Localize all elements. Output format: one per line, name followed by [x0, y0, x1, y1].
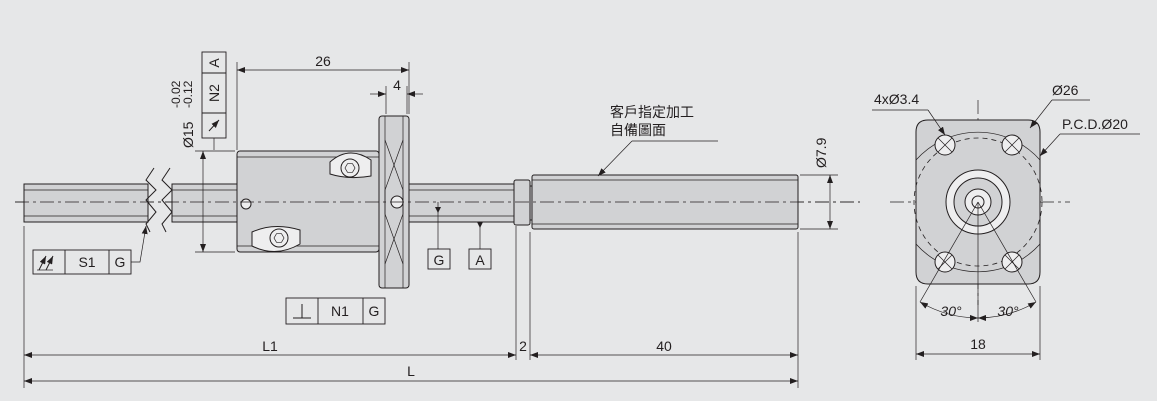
custom-machining-note: 客戶指定加工 自備圖面 — [597, 104, 718, 177]
dimension-nut-length: 26 — [236, 53, 410, 150]
dimension-nut-diameter: Ø15 -0.02 -0.12 — [169, 80, 235, 253]
fcf-nut-runout: A N2 — [201, 51, 227, 150]
screw-shaft — [23, 167, 238, 233]
pcd-label: P.C.D.Ø20 — [1062, 116, 1128, 132]
fcf-nut-datum: A — [206, 58, 222, 68]
dim-7-9-label: Ø7.9 — [813, 137, 829, 168]
holes-label: 4xØ3.4 — [874, 91, 919, 107]
nut-return-cap-top — [329, 152, 372, 179]
dim-40-label: 40 — [656, 338, 672, 354]
dimension-flange-thickness: 4 — [370, 77, 423, 114]
screw-shaft-right — [408, 179, 533, 226]
datum-g: G — [427, 202, 451, 270]
ball-nut — [236, 150, 380, 253]
angle-right-label: 30° — [997, 303, 1019, 319]
angle-left-label: 30° — [940, 303, 962, 319]
runout-symbol-icon — [208, 119, 220, 132]
dimension-journal-diameter: Ø7.9 — [800, 137, 838, 230]
break-mark-right — [161, 167, 173, 233]
datum-a: A — [468, 222, 492, 270]
bolt-holes — [934, 134, 1023, 273]
dim-15-label: Ø15 — [180, 121, 196, 148]
dim-L-label: L — [407, 363, 415, 379]
end-view: 4xØ3.4 Ø26 P.C.D.Ø20 30° 30° 18 — [872, 82, 1140, 360]
tol-upper-label: -0.02 — [169, 80, 183, 108]
fcf-perp-value: N1 — [331, 303, 349, 319]
dim-2-label: 2 — [519, 338, 527, 354]
fcf-shaft-value: S1 — [78, 254, 95, 270]
nut-return-cap-bottom — [251, 226, 301, 252]
note-line-1: 客戶指定加工 — [610, 104, 694, 121]
dim-L1-label: L1 — [262, 338, 278, 354]
flange-width-label: 18 — [970, 336, 986, 352]
note-line-2: 自備圖面 — [610, 123, 666, 139]
flange-diameter-label: Ø26 — [1052, 82, 1079, 98]
fcf-shaft-runout: S1 G — [32, 225, 148, 275]
break-mark-left — [145, 167, 157, 233]
fcf-shaft-datum: G — [115, 254, 126, 270]
total-runout-icon — [38, 255, 47, 271]
fcf-flange-perpendicularity: N1 G — [285, 297, 386, 325]
fcf-nut-value: N2 — [206, 84, 222, 102]
datum-a-label: A — [475, 252, 485, 268]
dim-26-label: 26 — [315, 53, 331, 69]
dim-4-label: 4 — [393, 77, 401, 93]
nut-oil-hole — [240, 198, 252, 210]
tol-lower-label: -0.12 — [181, 80, 195, 108]
dimension-overall: L1 2 40 L — [23, 226, 799, 388]
datum-g-label: G — [434, 252, 445, 268]
fcf-perp-datum: G — [369, 303, 380, 319]
side-view: 26 4 Ø15 -0.02 -0.12 A N2 — [15, 51, 860, 388]
